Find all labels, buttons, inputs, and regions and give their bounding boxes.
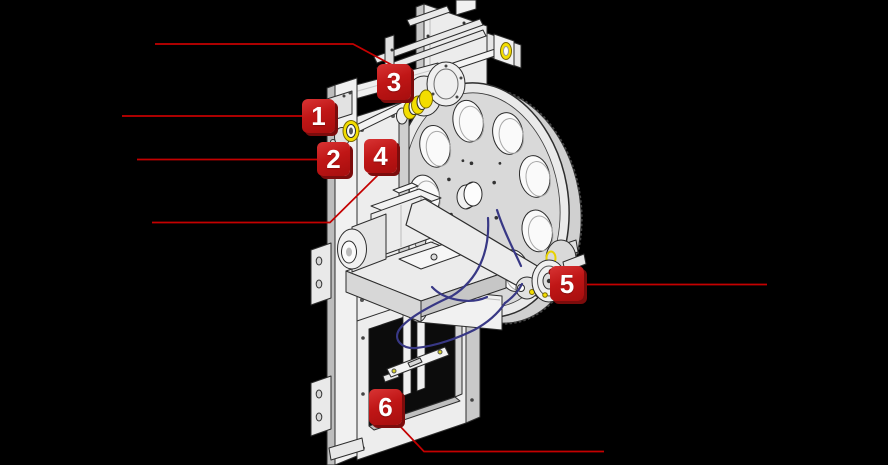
- callout-number: 3: [386, 67, 402, 97]
- callout-badge-5: 5: [550, 266, 584, 301]
- callout-badge-4: 4: [364, 139, 397, 173]
- callout-badge-6: 6: [369, 389, 402, 425]
- callout-number: 5: [559, 268, 575, 299]
- worm-shaft-assembly: [351, 61, 466, 136]
- wheel-hub: [456, 181, 483, 210]
- callout-number: 6: [378, 392, 393, 422]
- callout-badge-1: 1: [302, 99, 335, 133]
- callout-badge-3: 3: [377, 64, 411, 100]
- callout-badge-2: 2: [317, 142, 350, 176]
- top-shaft-end-bearing: [446, 32, 522, 73]
- wall-brackets: [310, 242, 332, 437]
- leader-lines: [122, 43, 767, 453]
- callout-number: 4: [373, 141, 388, 171]
- callout-number: 1: [311, 101, 326, 131]
- callout-number: 2: [326, 144, 341, 174]
- cable: [396, 208, 524, 350]
- panel-device: [382, 346, 450, 383]
- top-diagonal-rails: [373, 5, 487, 80]
- rail-foot: [328, 437, 365, 461]
